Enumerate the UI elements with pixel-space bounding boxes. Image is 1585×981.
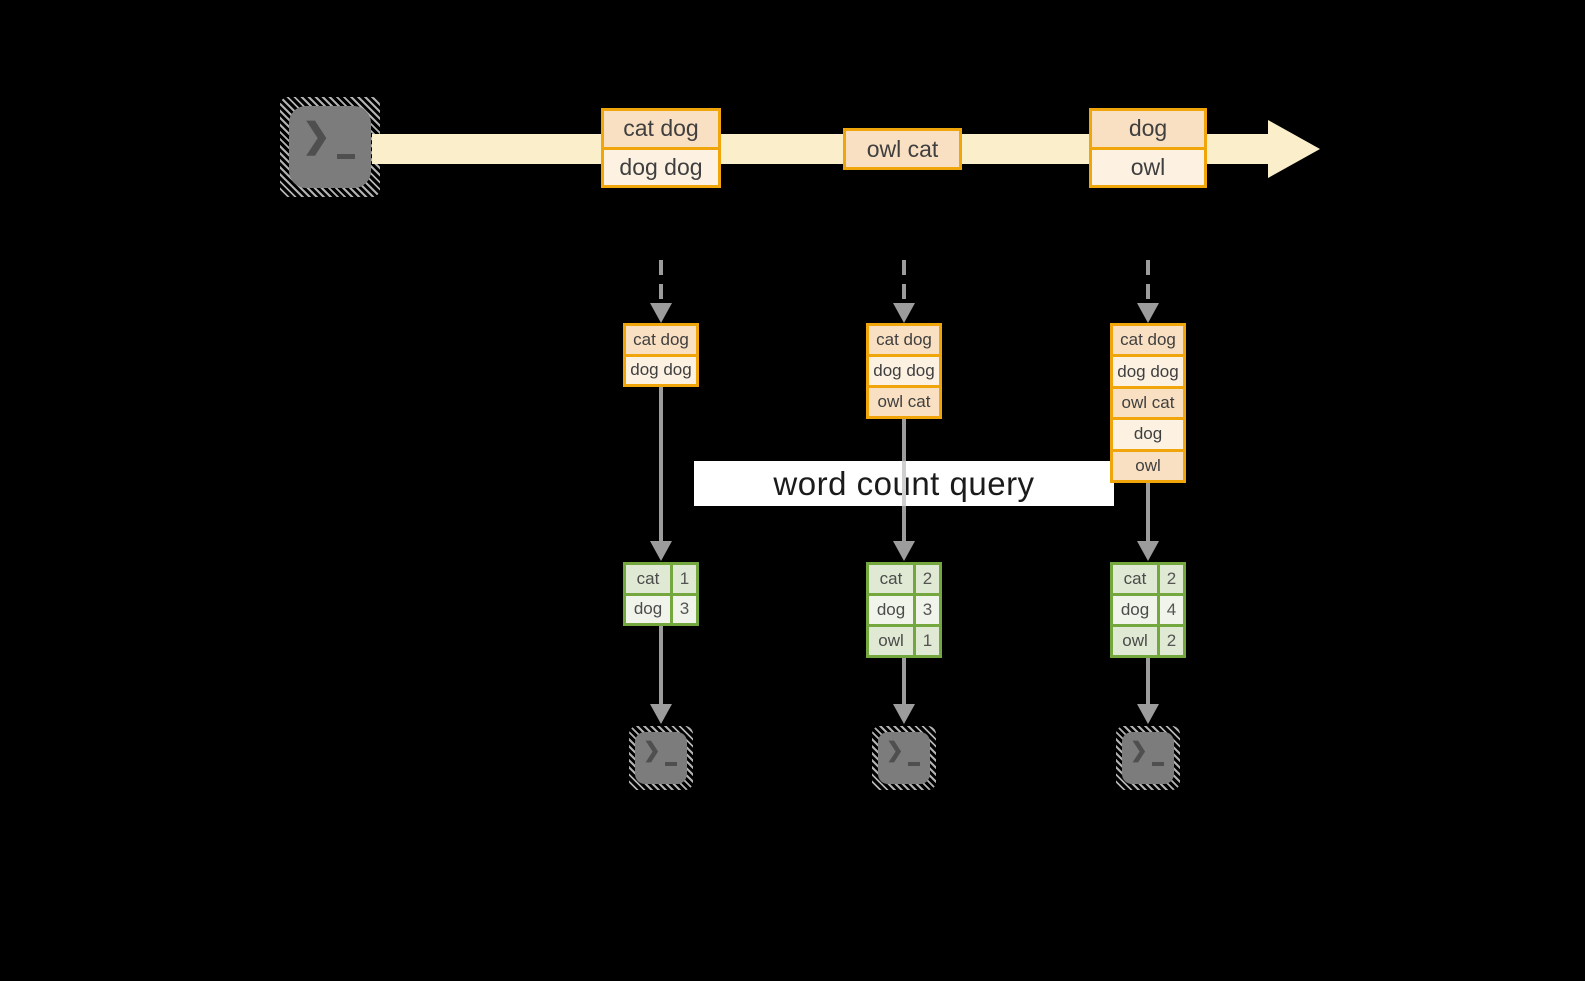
arrowhead-down-icon (650, 704, 672, 724)
count-cell: 1 (916, 627, 939, 655)
arrowhead-down-icon (1137, 303, 1159, 323)
buffer-line: dog (1113, 417, 1183, 449)
table-row: cat 2 (1113, 565, 1183, 593)
buffer-line: cat dog (626, 326, 696, 354)
arrowhead-down-icon (893, 303, 915, 323)
buffer-line: dog dog (626, 353, 696, 384)
buffer-stack-2: cat dog dog dog owl cat (866, 323, 942, 419)
count-cell: 2 (1160, 565, 1183, 593)
event-line: owl (1092, 146, 1204, 185)
terminal-sink-icon-2: ❯ (872, 726, 936, 790)
count-cell: 3 (916, 596, 939, 624)
buffer-line: dog dog (1113, 354, 1183, 386)
terminal-source-icon: ❯ (280, 97, 380, 197)
prompt-chevron-icon: ❯ (886, 739, 904, 762)
word-cell: cat (1113, 565, 1160, 593)
stream-event-3: dog owl (1089, 108, 1207, 188)
count-cell: 4 (1160, 596, 1183, 624)
stream-event-1: cat dog dog dog (601, 108, 721, 188)
buffer-line: cat dog (1113, 326, 1183, 355)
event-line: dog (1092, 111, 1204, 147)
word-cell: dog (1113, 596, 1160, 624)
count-cell: 1 (673, 565, 696, 593)
event-line: owl cat (846, 131, 959, 167)
emit-line (902, 657, 906, 705)
count-table-2: cat 2 dog 3 owl 1 (866, 562, 942, 658)
terminal-screen: ❯ (1122, 732, 1174, 784)
table-row: cat 1 (626, 565, 696, 593)
word-cell: owl (1113, 627, 1160, 655)
table-row: dog 3 (626, 592, 696, 623)
arrowhead-down-icon (650, 541, 672, 561)
terminal-screen: ❯ (635, 732, 687, 784)
arrowhead-down-icon (893, 541, 915, 561)
terminal-screen: ❯ (878, 732, 930, 784)
word-cell: cat (626, 565, 673, 593)
stream-event-2: owl cat (843, 128, 962, 170)
ingest-dashed-line (659, 260, 663, 304)
prompt-chevron-icon: ❯ (302, 117, 331, 155)
prompt-cursor-icon (665, 762, 677, 766)
prompt-cursor-icon (908, 762, 920, 766)
prompt-cursor-icon (1152, 762, 1164, 766)
terminal-screen: ❯ (289, 106, 371, 188)
count-cell: 3 (673, 595, 696, 623)
buffer-line: owl (1113, 448, 1183, 481)
arrowhead-down-icon (1137, 704, 1159, 724)
count-table-3: cat 2 dog 4 owl 2 (1110, 562, 1186, 658)
buffer-line: owl cat (869, 385, 939, 416)
process-line (1146, 482, 1150, 542)
stream-arrowhead-icon (1268, 120, 1320, 178)
word-cell: owl (869, 627, 916, 655)
arrowhead-down-icon (650, 303, 672, 323)
table-row: dog 4 (1113, 593, 1183, 624)
count-cell: 2 (1160, 627, 1183, 655)
word-cell: dog (626, 595, 673, 623)
arrowhead-down-icon (893, 704, 915, 724)
count-cell: 2 (916, 565, 939, 593)
buffer-stack-3: cat dog dog dog owl cat dog owl (1110, 323, 1186, 483)
table-row: cat 2 (869, 565, 939, 593)
emit-line (659, 625, 663, 705)
word-cell: cat (869, 565, 916, 593)
table-row: owl 1 (869, 624, 939, 655)
buffer-line: cat dog (869, 326, 939, 354)
terminal-sink-icon-3: ❯ (1116, 726, 1180, 790)
word-cell: dog (869, 596, 916, 624)
table-row: dog 3 (869, 593, 939, 624)
terminal-sink-icon-1: ❯ (629, 726, 693, 790)
process-line-overlay (902, 461, 906, 506)
emit-line (1146, 657, 1150, 705)
event-line: dog dog (604, 146, 718, 185)
count-table-1: cat 1 dog 3 (623, 562, 699, 626)
table-row: owl 2 (1113, 624, 1183, 655)
buffer-stack-1: cat dog dog dog (623, 323, 699, 387)
ingest-dashed-line (1146, 260, 1150, 304)
process-line (659, 386, 663, 542)
prompt-chevron-icon: ❯ (1130, 739, 1148, 762)
prompt-cursor-icon (337, 154, 355, 159)
prompt-chevron-icon: ❯ (643, 739, 661, 762)
event-line: cat dog (604, 111, 718, 147)
arrowhead-down-icon (1137, 541, 1159, 561)
ingest-dashed-line (902, 260, 906, 304)
buffer-line: owl cat (1113, 385, 1183, 418)
buffer-line: dog dog (869, 354, 939, 385)
